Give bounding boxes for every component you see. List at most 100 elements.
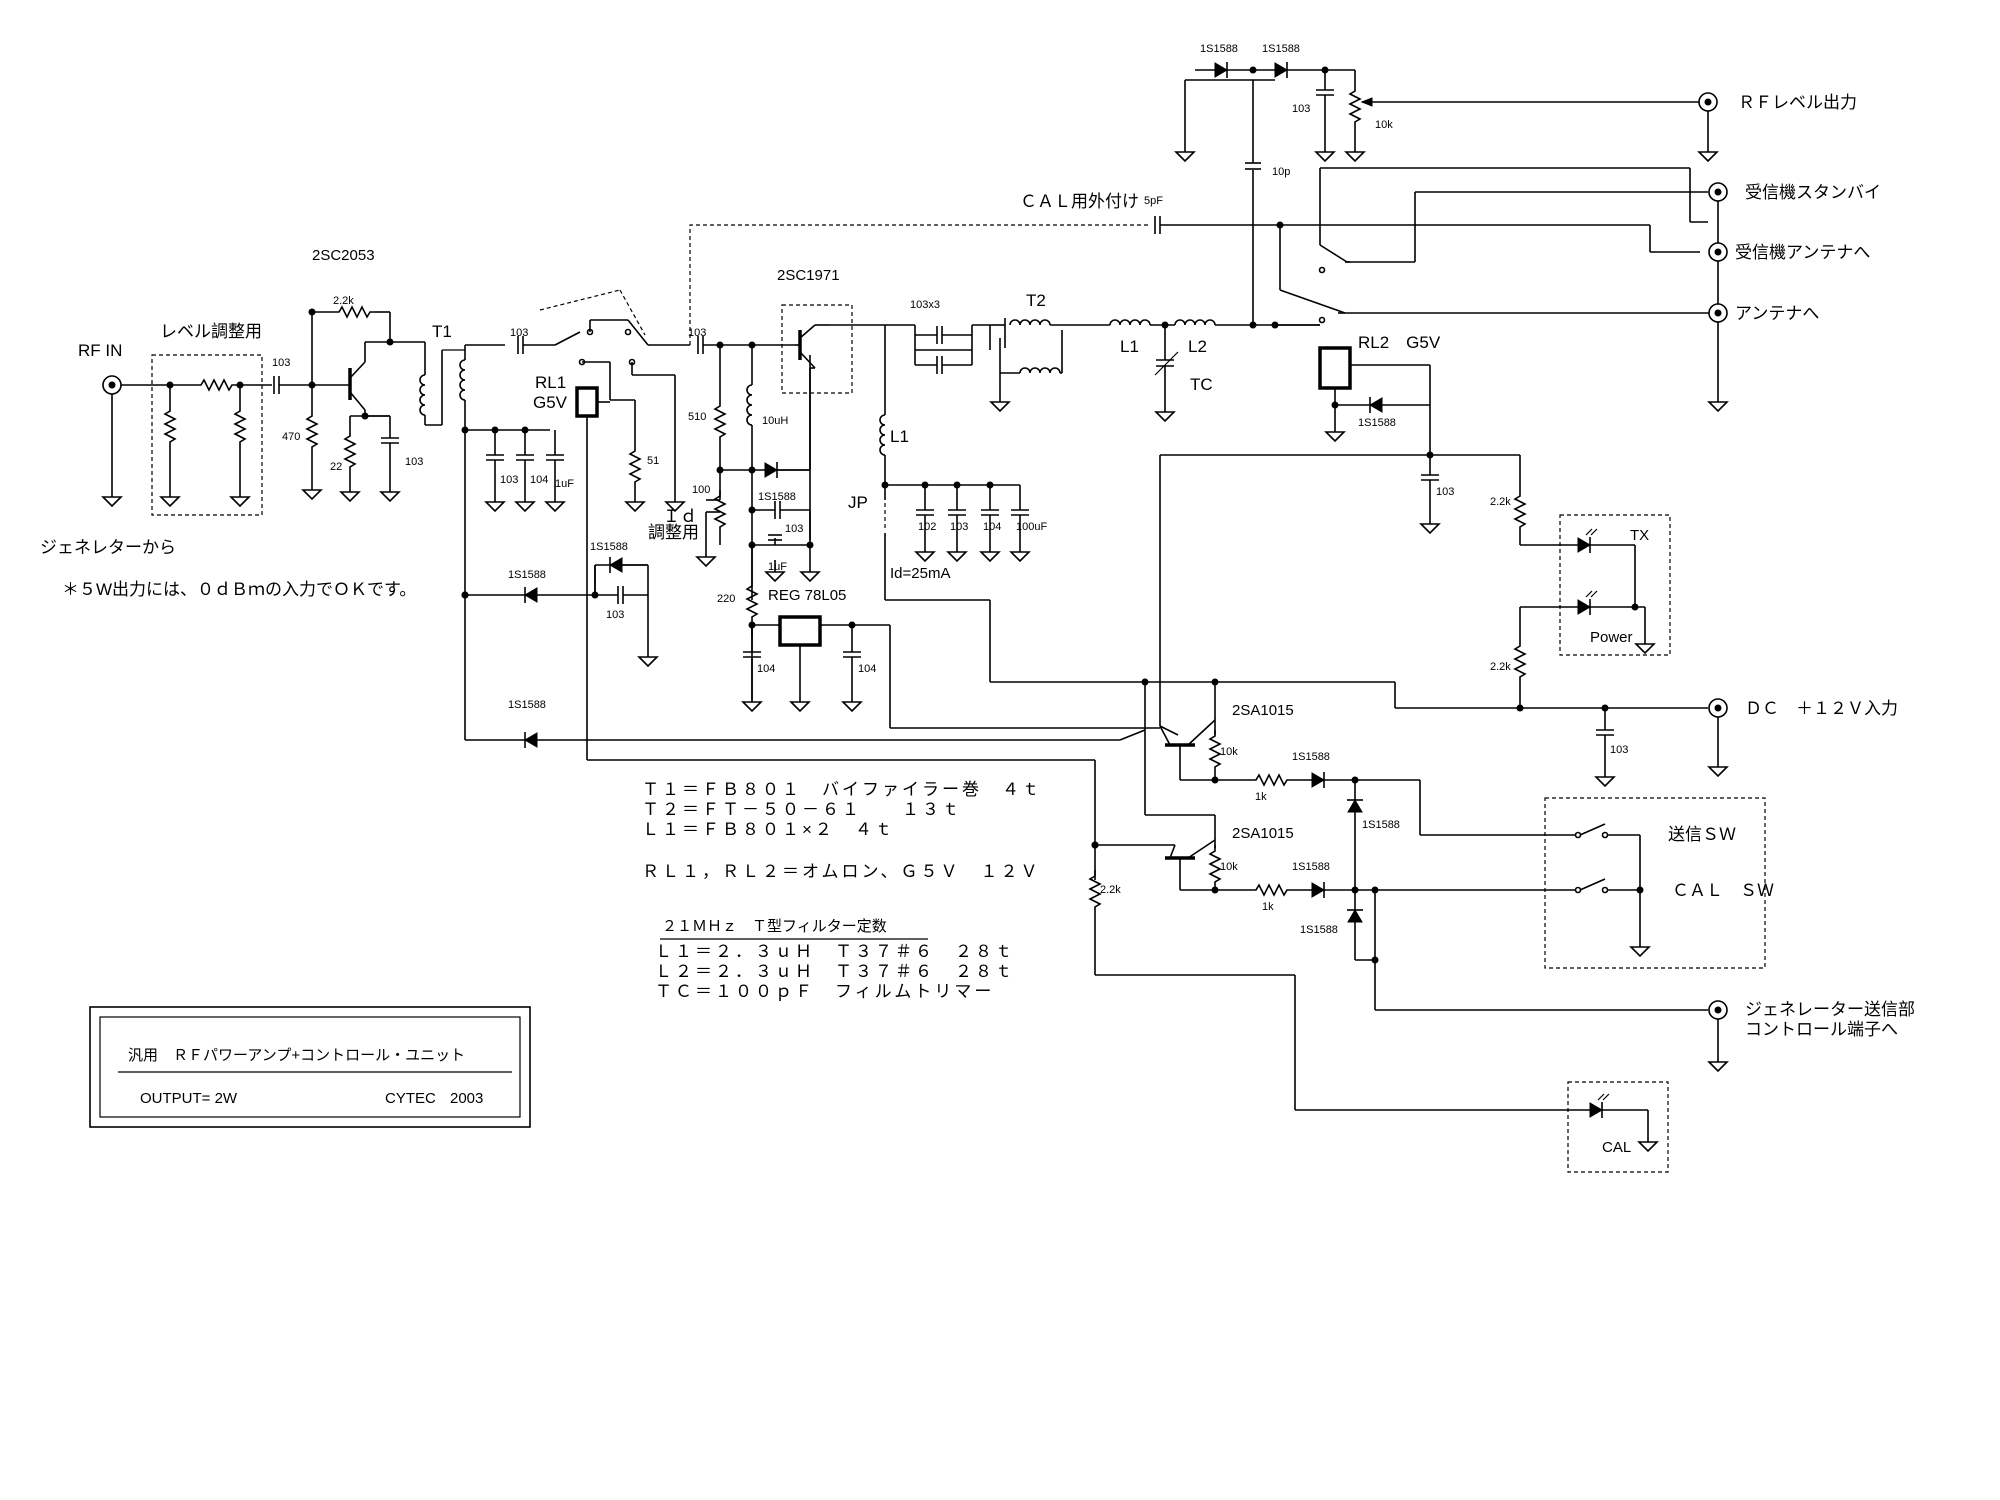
t2-label: T2 bbox=[1026, 291, 1046, 310]
value-label: 1k bbox=[1255, 791, 1267, 803]
value-label: 103 bbox=[405, 456, 423, 468]
title-block-maker: CYTEC bbox=[385, 1090, 436, 1107]
value-label: 1k bbox=[1262, 901, 1274, 913]
cal-led-label: CAL bbox=[1602, 1139, 1631, 1156]
value-label: 103 bbox=[272, 357, 290, 369]
value-label: 103 bbox=[1436, 486, 1454, 498]
value-label: 10k bbox=[1220, 746, 1238, 758]
value-label: 100 bbox=[692, 484, 710, 496]
title-block-title: 汎用 ＲＦパワーアンプ+コントロール・ユニット bbox=[128, 1047, 465, 1064]
value-label: 510 bbox=[688, 411, 706, 423]
value-label: 1S1588 bbox=[1200, 43, 1238, 55]
value-label: 103 bbox=[500, 474, 518, 486]
value-label: 10k bbox=[1220, 861, 1238, 873]
cal-sw-label: ＣＡＬ ＳＷ bbox=[1672, 881, 1774, 900]
value-label: 1S1588 bbox=[590, 541, 628, 553]
id-adjust-label-2: 調整用 bbox=[648, 523, 699, 542]
value-label: 103 bbox=[606, 609, 624, 621]
led-box-tx-power bbox=[1559, 514, 1671, 656]
title-block bbox=[89, 1006, 531, 1128]
q1-label: 2SC2053 bbox=[312, 247, 375, 264]
cal-external-label: ＣＡＬ用外付け bbox=[1020, 192, 1139, 211]
id-current-label: Id=25mA bbox=[890, 565, 950, 582]
filter-row-1: Ｌ１＝２．３ｕＨ Ｔ３７＃６ ２８ｔ bbox=[655, 942, 1015, 961]
value-label: 1S1588 bbox=[1300, 924, 1338, 936]
id-adjust-label-1: Ｉｄ bbox=[663, 507, 697, 526]
regulator-label: REG 78L05 bbox=[768, 587, 846, 604]
c5pf-label: 5pF bbox=[1144, 195, 1163, 207]
t1-label: T1 bbox=[432, 322, 452, 341]
value-label: 1S1588 bbox=[758, 491, 796, 503]
cal-led-box bbox=[1567, 1081, 1669, 1173]
q3-label: 2SA1015 bbox=[1232, 702, 1294, 719]
dc-input-label: ＤＣ ＋１２Ｖ入力 bbox=[1745, 699, 1898, 718]
value-label: 2.2k bbox=[1490, 661, 1511, 673]
value-label: 103 bbox=[1610, 744, 1628, 756]
antenna-label: アンテナへ bbox=[1735, 304, 1819, 323]
title-block-year: 2003 bbox=[450, 1090, 483, 1107]
rx-standby-label: 受信機スタンバイ bbox=[1745, 183, 1881, 202]
value-label: 1uF bbox=[555, 478, 574, 490]
rl1-label: RL1 bbox=[535, 373, 566, 392]
value-label: 220 bbox=[717, 593, 735, 605]
power-led-label: Power bbox=[1590, 629, 1633, 646]
q4-label: 2SA1015 bbox=[1232, 825, 1294, 842]
jumper-label: JP bbox=[848, 493, 868, 512]
value-label: 100uF bbox=[1016, 521, 1047, 533]
value-label: 1S1588 bbox=[508, 569, 546, 581]
q2-box bbox=[781, 304, 853, 394]
value-label: 102 bbox=[918, 521, 936, 533]
value-label: 103 bbox=[1292, 103, 1310, 115]
value-label: 103 bbox=[785, 523, 803, 535]
tx-led-label: TX bbox=[1630, 527, 1649, 544]
parts-note-3: Ｌ１＝ＦＢ８０１×２ ４ｔ bbox=[642, 820, 895, 839]
value-label: 103 bbox=[510, 327, 528, 339]
l2-filter-label: L2 bbox=[1188, 337, 1207, 356]
value-label: 1uF bbox=[768, 561, 787, 573]
l1-drain-label: L1 bbox=[890, 427, 909, 446]
value-label: 103 bbox=[688, 327, 706, 339]
l1-filter-label: L1 bbox=[1120, 337, 1139, 356]
rl2-label: RL2 G5V bbox=[1358, 333, 1441, 352]
value-label: 104 bbox=[858, 663, 876, 675]
value-label: 1S1588 bbox=[1292, 751, 1330, 763]
filter-row-2: Ｌ２＝２．３ｕＨ Ｔ３７＃６ ２８ｔ bbox=[655, 962, 1015, 981]
value-label: 10p bbox=[1272, 166, 1290, 178]
switch-box bbox=[1544, 797, 1766, 969]
rx-antenna-label: 受信機アンテナへ bbox=[1735, 243, 1870, 262]
input-note: ＊５W出力には、０ｄＢｍの入力でＯＫです。 bbox=[62, 580, 416, 599]
value-label: 51 bbox=[647, 455, 659, 467]
filter-heading: ２１ＭＨｚ Ｔ型フィルター定数 bbox=[662, 918, 887, 935]
q2-label: 2SC1971 bbox=[777, 267, 840, 284]
parts-note-4: ＲＬ１，ＲＬ２＝オムロン、Ｇ５Ｖ １２Ｖ bbox=[642, 862, 1040, 881]
value-label: 22 bbox=[330, 461, 342, 473]
value-label: 1S1588 bbox=[1292, 861, 1330, 873]
value-label: 103x3 bbox=[910, 299, 940, 311]
rf-in-label: RF IN bbox=[78, 341, 122, 360]
value-label: 1S1588 bbox=[1362, 819, 1400, 831]
value-label: 1S1588 bbox=[508, 699, 546, 711]
value-label: 1S1588 bbox=[1262, 43, 1300, 55]
tx-sw-label: 送信ＳＷ bbox=[1668, 825, 1736, 844]
filter-row-3: ＴＣ＝１００ｐＦ フィルムトリマー bbox=[655, 982, 994, 1001]
value-label: 104 bbox=[530, 474, 548, 486]
value-label: 104 bbox=[757, 663, 775, 675]
tc-label: TC bbox=[1190, 375, 1213, 394]
value-label: 104 bbox=[983, 521, 1001, 533]
value-label: 10k bbox=[1375, 119, 1393, 131]
level-adjust-label: レベル調整用 bbox=[160, 322, 262, 341]
rf-level-label: ＲＦレベル出力 bbox=[1738, 93, 1857, 112]
level-adjust-box bbox=[151, 354, 263, 516]
value-label: 1S1588 bbox=[1358, 417, 1396, 429]
value-label: 2.2k bbox=[333, 295, 354, 307]
parts-note-1: Ｔ１＝ＦＢ８０１ バイファイラー巻 ４ｔ bbox=[642, 780, 1042, 799]
choke-label: 10uH bbox=[762, 415, 788, 427]
source-label: ジェネレターから bbox=[40, 538, 176, 557]
title-block-output: OUTPUT= 2W bbox=[140, 1090, 238, 1107]
value-label: 103 bbox=[950, 521, 968, 533]
value-label: 2.2k bbox=[1100, 884, 1121, 896]
gen-ctrl-label-2: コントロール端子へ bbox=[1745, 1020, 1898, 1039]
parts-note-2: Ｔ２＝ＦＴ－５０－６１ １３ｔ bbox=[642, 800, 962, 819]
